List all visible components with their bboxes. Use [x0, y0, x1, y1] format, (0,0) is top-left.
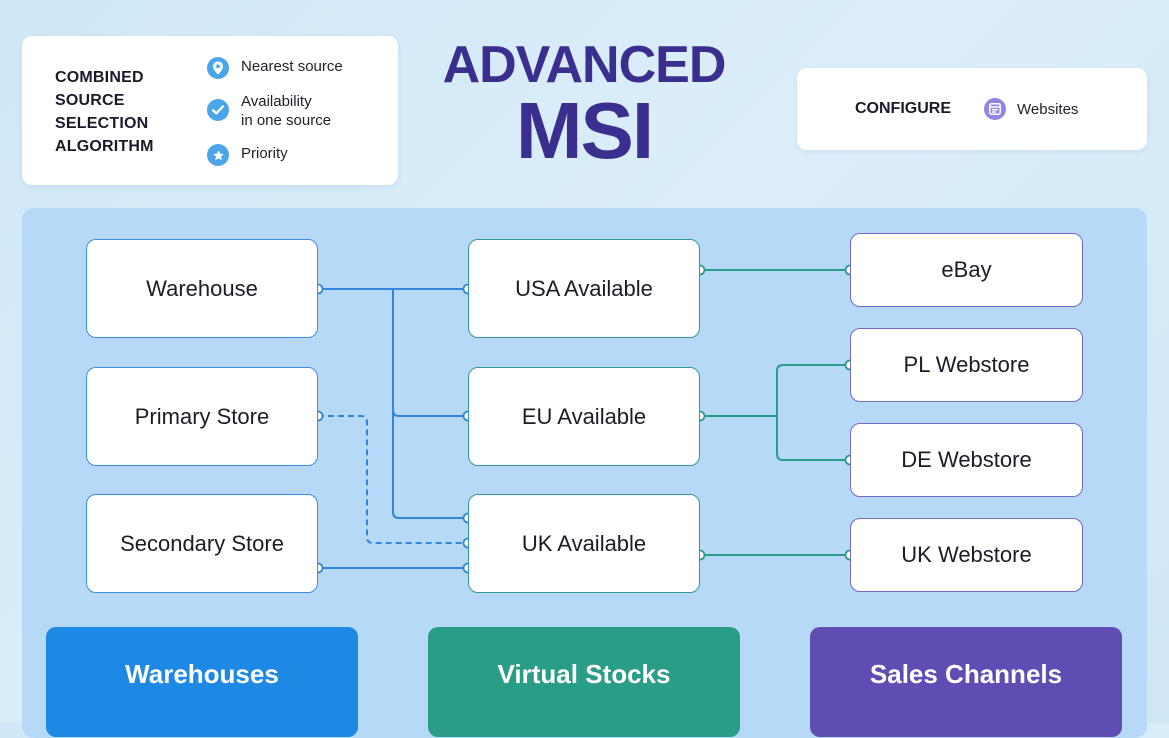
link-eu-pl [700, 364, 850, 417]
configure-card: CONFIGURE Websites [797, 68, 1147, 150]
legend-item-label: Nearest source [241, 58, 343, 75]
link-warehouse-uk [392, 410, 468, 519]
channel-node-pl-webstore: PL Webstore [850, 328, 1083, 402]
configure-label: CONFIGURE [855, 100, 951, 117]
star-icon [207, 144, 229, 166]
channel-node-ebay: eBay [850, 233, 1083, 307]
column-label-warehouses: Warehouses [46, 627, 358, 737]
source-node-secondary-store: Secondary Store [86, 494, 318, 593]
source-node-primary-store: Primary Store [86, 367, 318, 466]
channel-node-uk-webstore: UK Webstore [850, 518, 1083, 592]
source-node-warehouse: Warehouse [86, 239, 318, 338]
channel-node-de-webstore: DE Webstore [850, 423, 1083, 497]
page-title-line1: ADVANCED [442, 36, 727, 94]
link-eu-de [776, 416, 850, 461]
legend-title: COMBINED SOURCE SELECTION ALGORITHM [55, 66, 185, 158]
legend-item-nearest-source: Nearest source [207, 57, 343, 79]
legend-title-line: ALGORITHM [55, 138, 154, 155]
algorithm-legend-card: COMBINED SOURCE SELECTION ALGORITHM Near… [22, 36, 398, 185]
column-label-virtual-stocks: Virtual Stocks [428, 627, 740, 737]
browser-window-icon [984, 98, 1006, 120]
legend-title-line: SOURCE [55, 92, 125, 109]
stock-node-usa: USA Available [468, 239, 700, 338]
legend-item-priority: Priority [207, 144, 288, 166]
legend-item-label: Priority [241, 145, 288, 162]
link-warehouse-eu [392, 289, 468, 417]
legend-title-line: COMBINED [55, 69, 144, 86]
configure-value: Websites [1017, 101, 1079, 118]
legend-item-availability: Availability in one source [207, 92, 331, 130]
legend-title-line: SELECTION [55, 115, 149, 132]
stock-node-uk: UK Available [468, 494, 700, 593]
column-label-sales-channels: Sales Channels [810, 627, 1122, 737]
location-pin-icon [207, 57, 229, 79]
checkmark-icon [207, 99, 229, 121]
legend-item-label: Availability in one source [241, 93, 332, 129]
page-title-line2: MSI [515, 86, 654, 175]
link-primary-uk [318, 415, 468, 544]
stock-node-eu: EU Available [468, 367, 700, 466]
